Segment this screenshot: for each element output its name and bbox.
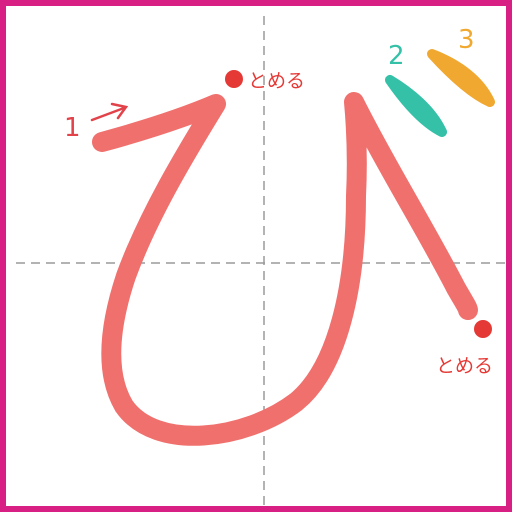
stop-label-1: とめる — [248, 70, 305, 92]
stroke-number-2: 2 — [388, 41, 405, 71]
stroke-order-diagram: 1 2 3 とめる とめる — [16, 16, 508, 508]
dakuten-stroke-3 — [427, 49, 495, 107]
dakuten-stroke-2 — [385, 75, 447, 137]
main-stroke — [92, 92, 478, 446]
stop-dot-2 — [474, 320, 492, 338]
stroke-number-3: 3 — [458, 25, 475, 55]
stop-label-2: とめる — [436, 355, 493, 377]
stroke-1-direction-arrow-icon — [90, 102, 129, 122]
stop-dot-1 — [225, 70, 243, 88]
stroke-number-1: 1 — [64, 113, 81, 143]
